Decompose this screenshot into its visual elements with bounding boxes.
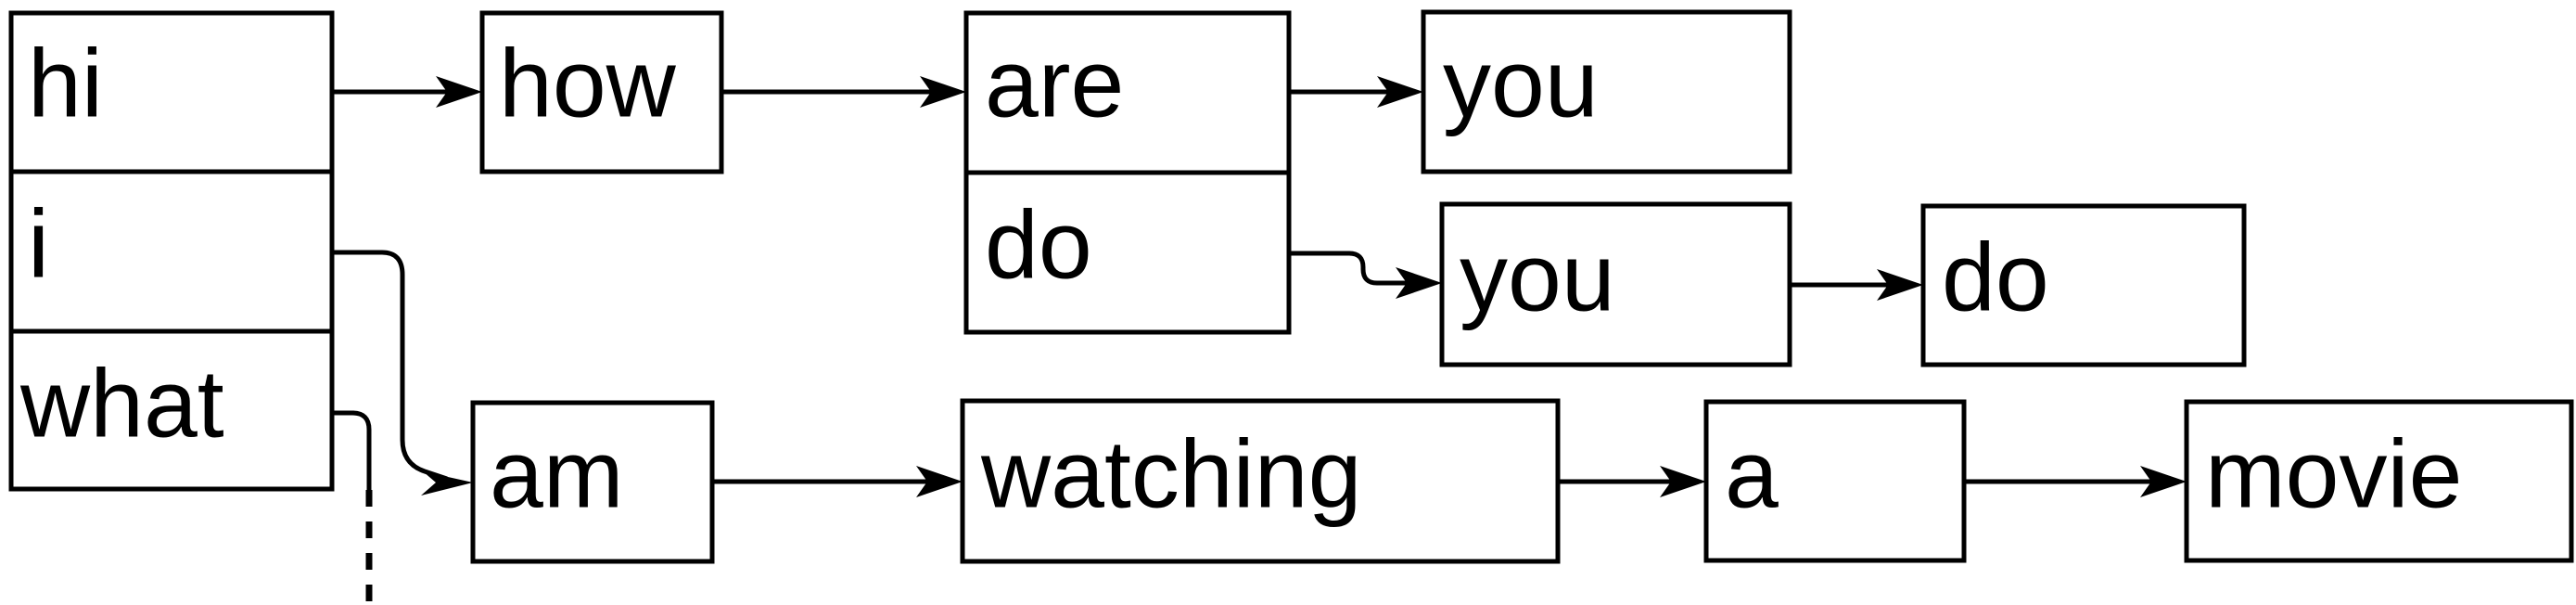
edge-i-am — [332, 250, 473, 496]
node-box-you-1 — [1421, 9, 1792, 174]
node-label-do: do — [985, 191, 1092, 299]
node-a: a — [1703, 399, 1967, 563]
node-label-movie: movie — [2205, 420, 2462, 528]
edge-do-you — [1289, 251, 1442, 299]
edge-hi-how — [332, 76, 482, 108]
arrowhead-icon — [1396, 267, 1442, 299]
edge-a-movie — [1964, 466, 2187, 497]
node-box-watching — [960, 398, 1561, 564]
edge-am-watching — [712, 466, 963, 497]
arrowhead-icon — [920, 76, 966, 108]
node-box-am — [470, 400, 715, 564]
node-you-1: you — [1421, 9, 1792, 174]
node-box-a — [1703, 399, 1967, 563]
node-label-a: a — [1725, 420, 1779, 528]
node-am: am — [470, 400, 715, 564]
node-label-hi: hi — [28, 30, 103, 137]
arrowhead-icon — [916, 466, 963, 497]
arrowhead-icon — [1877, 269, 1923, 301]
node-label-are: are — [985, 30, 1124, 137]
node-box-you-2 — [1439, 201, 1792, 367]
node-label-how: how — [499, 30, 677, 137]
node-stack-column-3: are do — [963, 10, 1292, 335]
edge-what-dangling — [332, 410, 373, 601]
arrowhead-icon — [1660, 466, 1706, 497]
node-movie: movie — [2184, 399, 2574, 563]
node-box-movie — [2184, 399, 2574, 563]
node-box-how — [479, 10, 724, 174]
edge-are-you — [1289, 76, 1423, 108]
node-label-you-2: you — [1460, 224, 1615, 331]
arrowhead-icon — [436, 76, 482, 108]
node-label-watching: watching — [980, 420, 1361, 528]
node-box-do-2 — [1920, 203, 2247, 367]
node-label-i: i — [28, 190, 49, 298]
node-watching: watching — [960, 398, 1561, 564]
edge-you-do — [1790, 269, 1923, 301]
node-label-am: am — [490, 420, 623, 528]
node-stack-column-1: hi i what — [8, 10, 335, 492]
node-you-2: you — [1439, 201, 1792, 367]
node-label-what: what — [19, 350, 224, 457]
node-label-you-1: you — [1443, 30, 1599, 137]
arrowhead-icon — [421, 471, 473, 496]
node-how: how — [479, 10, 724, 174]
node-do-2: do — [1920, 203, 2247, 367]
arrowhead-icon — [2140, 466, 2187, 497]
edge-how-are — [721, 76, 966, 108]
arrowhead-icon — [1377, 76, 1423, 108]
edge-watching-a — [1558, 466, 1706, 497]
node-stack-outline — [8, 10, 335, 492]
node-label-do-2: do — [1942, 224, 2049, 331]
